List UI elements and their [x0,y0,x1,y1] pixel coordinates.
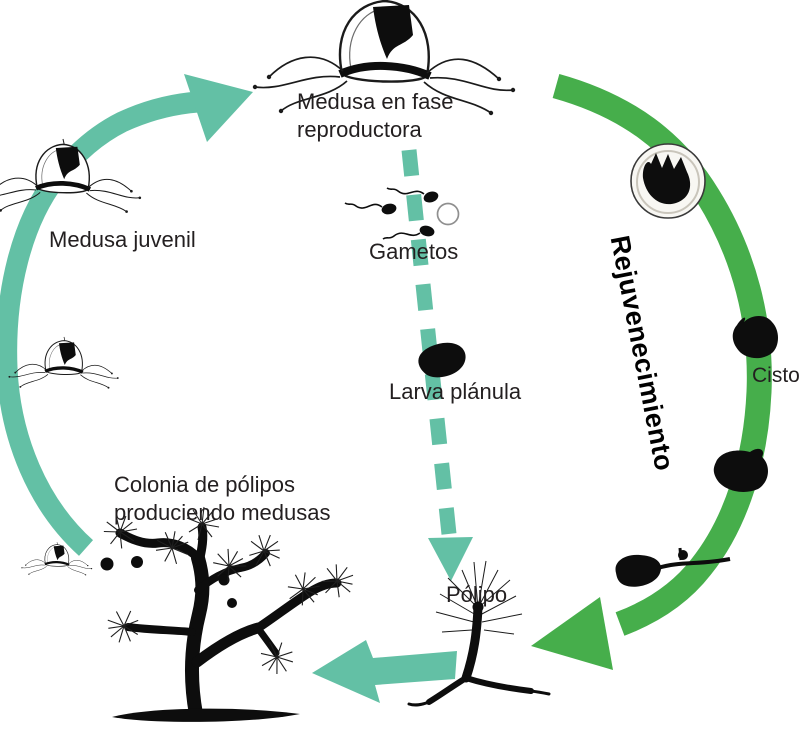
teal-straight-polyp-to-colony [312,640,457,703]
juvenile-medusa-sketch [0,139,141,213]
planula-larva-blob [418,342,466,378]
polyp-sketch [407,560,551,707]
ground-line [112,708,300,722]
teal-arrowhead-down [428,537,473,581]
label-cisto: Cisto [752,364,800,387]
label-medusa-reproductora-line2: reproductora [297,117,422,142]
young-medusa-sketch [6,335,121,391]
sperm-icon [386,187,439,203]
teal-arrowhead-up-right [184,74,253,142]
sperm-icon [382,225,435,240]
cyst-blob-upper [732,316,778,359]
green-arrowhead-down-left [531,597,613,670]
label-medusa-reproductora: Medusa en fase reproductora [297,88,454,144]
settling-larva-with-stolon [615,547,731,587]
polyp-colony-tree [99,506,361,722]
teal-dashed-reproductive-to-polyp [401,149,473,581]
label-medusa-reproductora-line1: Medusa en fase [297,89,454,114]
label-colonia: Colonia de pólipos produciendo medusas [114,471,330,527]
sperm-icon [344,202,397,215]
gametes-illustration [344,187,460,240]
label-colonia-line1: Colonia de pólipos [114,472,296,497]
cyst-blob-lower [713,448,768,492]
cyst-capsule [630,143,706,219]
label-medusa-juvenil: Medusa juvenil [49,227,196,252]
label-gametos: Gametos [369,239,459,264]
label-polipo: Pólipo [446,582,508,607]
label-colonia-line2: produciendo medusas [114,500,331,525]
egg-icon [436,202,460,226]
label-larva-planula: Larva plánula [389,379,522,404]
medusa-buds [100,556,237,608]
teal-arc-juvenile-to-reproductive [0,74,253,556]
